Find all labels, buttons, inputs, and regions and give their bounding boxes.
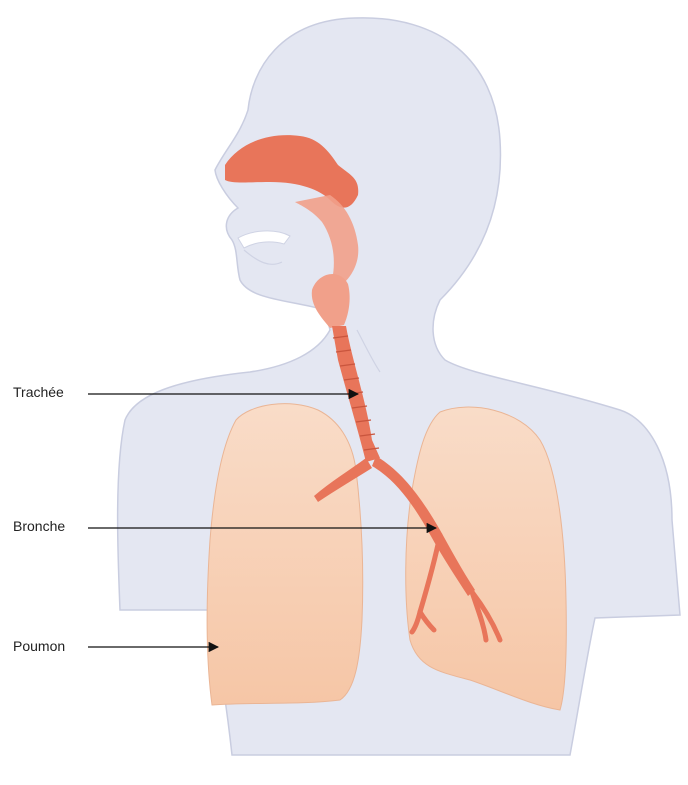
label-lung: Poumon — [13, 638, 65, 654]
label-trachea: Trachée — [13, 384, 64, 400]
larynx — [312, 274, 350, 328]
body-silhouette — [118, 18, 680, 755]
label-bronchus: Bronche — [13, 518, 65, 534]
right-lung — [406, 407, 567, 710]
left-lung — [207, 404, 363, 705]
